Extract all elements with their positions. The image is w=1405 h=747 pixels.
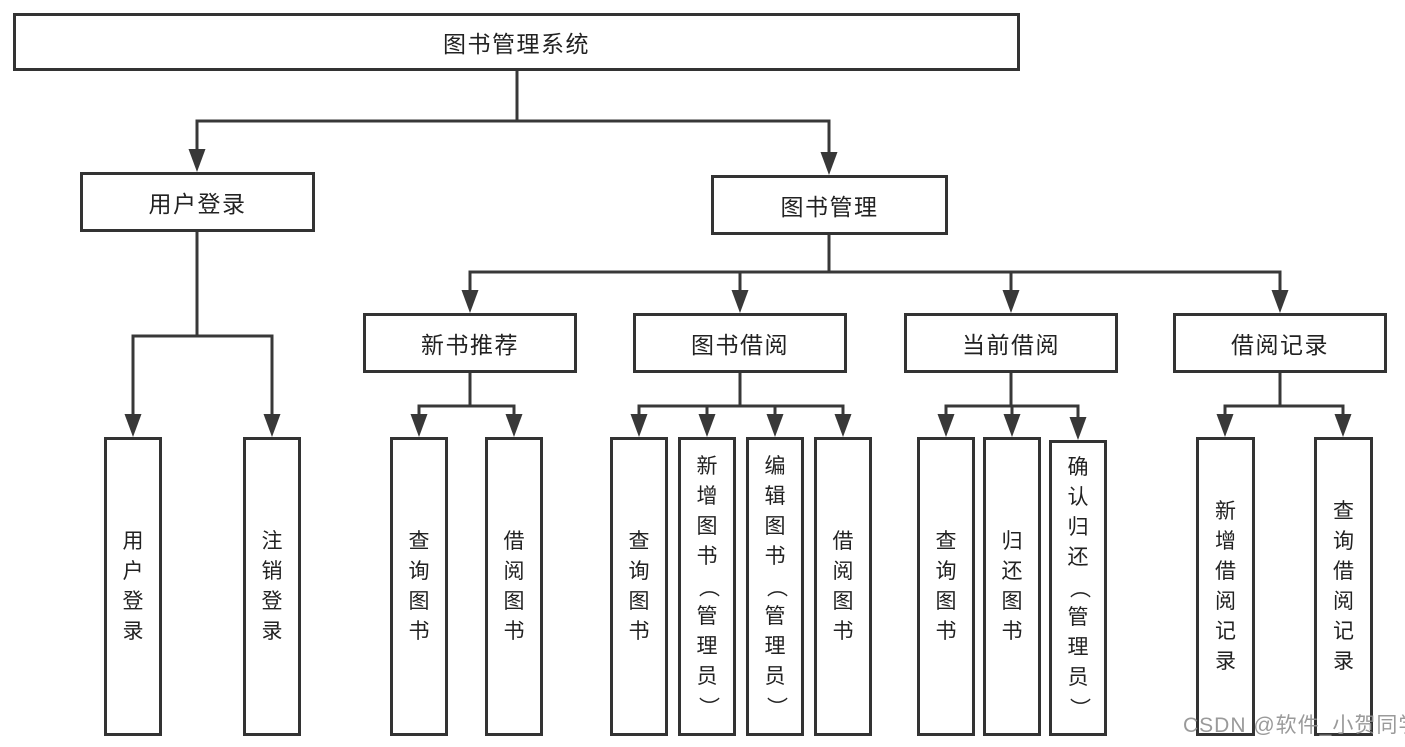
arrowhead [263,414,281,437]
arrowhead [1334,414,1352,437]
arrowhead [698,414,716,437]
arrowhead [124,414,142,437]
csdn-watermark: CSDN @软件_小贺同学 [1183,714,1405,737]
node-add-books-admin: 新增图书（管理员） [678,437,736,736]
arrowhead [1003,414,1021,437]
arrowhead [410,414,428,437]
node-new-book-recommendation: 新书推荐 [363,313,577,373]
arrowhead [834,414,852,437]
node-query-books-current: 查询图书 [917,437,975,736]
connector-user-login [124,231,281,437]
node-current-borrowing: 当前借阅 [904,313,1118,373]
node-edit-books-admin: 编辑图书（管理员） [746,437,804,736]
arrowhead [1002,290,1020,313]
arrowhead [188,149,206,172]
connector-book-management [461,234,1289,313]
node-query-borrow-record: 查询借阅记录 [1314,437,1373,736]
arrowhead [820,152,838,175]
node-borrow-books-recommend: 借阅图书 [485,437,543,736]
connector-borrowing-records [1216,373,1352,437]
node-return-books: 归还图书 [983,437,1041,736]
arrowhead [1216,414,1234,437]
node-query-books-borrowing: 查询图书 [610,437,668,736]
node-logout: 注销登录 [243,437,301,736]
node-query-books-recommend: 查询图书 [390,437,448,736]
arrowhead [1069,417,1087,440]
node-user-login-leaf: 用户登录 [104,437,162,736]
node-add-borrow-record: 新增借阅记录 [1196,437,1255,736]
arrowhead [1271,290,1289,313]
arrowhead [937,414,955,437]
arrowhead [766,414,784,437]
connector-current-borrowing [937,373,1087,440]
node-user-login: 用户登录 [80,172,315,232]
node-library-management-system: 图书管理系统 [13,13,1020,71]
connector-book-borrowing [630,373,852,437]
node-borrow-books-borrowing: 借阅图书 [814,437,872,736]
node-confirm-return-admin: 确认归还（管理员） [1049,440,1107,736]
arrowhead [505,414,523,437]
node-book-management: 图书管理 [711,175,948,235]
connector-root [188,70,838,175]
node-borrowing-records: 借阅记录 [1173,313,1387,373]
arrowhead [630,414,648,437]
arrowhead [461,290,479,313]
arrowhead [731,290,749,313]
node-book-borrowing: 图书借阅 [633,313,847,373]
connector-new-book-recommendation [410,373,523,437]
